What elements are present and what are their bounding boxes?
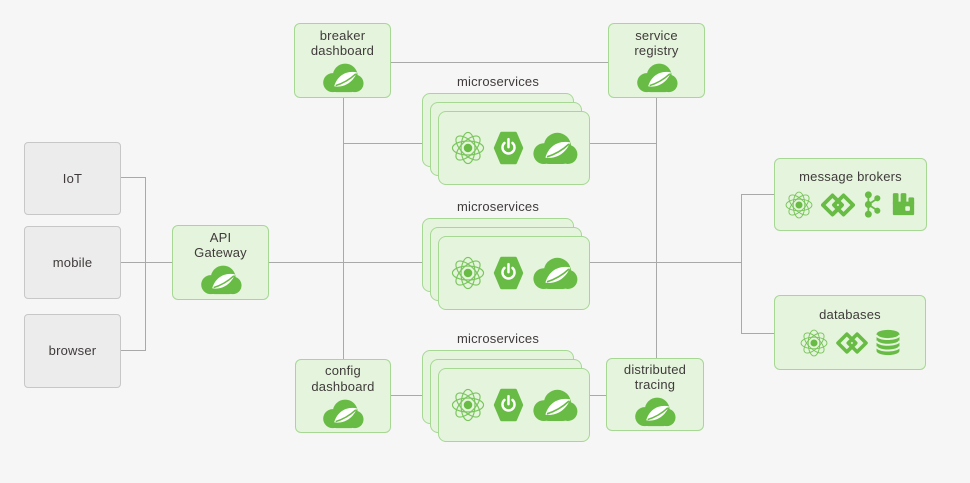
node-databases: databases [774,295,926,370]
connector-to-databases [741,333,775,334]
spring-integration-icon [821,191,855,219]
node-distributed-tracing: distributed tracing [606,358,704,431]
client-node-iot: IoT [24,142,121,215]
node-label-databases: databases [819,307,881,323]
connector-breaker-to-registry [391,62,609,63]
spring-cloud-icon [450,255,486,291]
connector-row1-right [590,143,656,144]
node-breaker-dashboard: breaker dashboard [294,23,391,98]
microservices-stack-2 [422,218,590,310]
spring-cloud-icon [799,328,829,358]
node-label-service-registry: service registry [634,27,679,58]
microservice-card-front [438,236,590,310]
microservices-stack-1 [422,93,590,185]
connector-config-to-row3 [391,395,444,396]
spring-boot-icon [493,388,524,422]
client-label-mobile: mobile [52,254,93,270]
connector-left-bus-vertical [145,177,146,350]
message-brokers-icon-row [784,190,917,220]
spring-data-icon [836,330,868,356]
node-label-config-dashboard: config dashboard [311,363,375,394]
microservices-label-1: microservices [456,74,540,89]
spring-icon [633,396,677,427]
databases-icon-row [799,328,901,358]
client-label-iot: IoT [62,170,83,186]
spring-icon [635,62,679,93]
node-service-registry: service registry [608,23,705,98]
spring-cloud-icon [450,130,486,166]
connector-row1-left [343,143,444,144]
spring-icon [531,131,579,165]
connector-mobile-to-gateway [121,262,172,263]
spring-icon [199,264,243,295]
spring-boot-icon [493,256,524,290]
rabbitmq-icon [890,191,917,218]
node-label-message-brokers: message brokers [799,169,902,185]
node-label-api-gateway: API Gateway [194,229,247,260]
connector-to-message-brokers [741,194,775,195]
spring-icon [531,256,579,290]
microservice-card-front [438,368,590,442]
node-message-brokers: message brokers [774,158,927,231]
node-label-breaker-dashboard: breaker dashboard [310,27,375,58]
connector-iot [121,177,146,178]
database-icon [875,328,901,357]
client-node-browser: browser [24,314,121,388]
node-label-distributed-tracing: distributed tracing [623,361,687,392]
microservices-stack-3 [422,350,590,442]
spring-cloud-icon [450,387,486,423]
node-api-gateway: API Gateway [172,225,269,300]
microservices-label-3: microservices [456,331,540,346]
microservices-label-2: microservices [456,199,540,214]
kafka-icon [862,190,883,219]
client-label-browser: browser [48,343,97,359]
spring-cloud-icon [784,190,814,220]
connector-gateway-to-row2 [269,262,444,263]
connector-row2-right [590,262,741,263]
spring-boot-icon [493,131,524,165]
connector-row3-to-tracing [590,395,607,396]
connector-breaker-to-config-vertical [343,98,344,359]
connector-right-bus-vertical [741,194,742,333]
connector-browser [121,350,146,351]
connector-registry-to-tracing-vertical [656,98,657,358]
client-node-mobile: mobile [24,226,121,299]
spring-icon [321,62,365,93]
microservice-card-front [438,111,590,185]
spring-icon [321,398,365,429]
node-config-dashboard: config dashboard [295,359,391,433]
spring-icon [531,388,579,422]
